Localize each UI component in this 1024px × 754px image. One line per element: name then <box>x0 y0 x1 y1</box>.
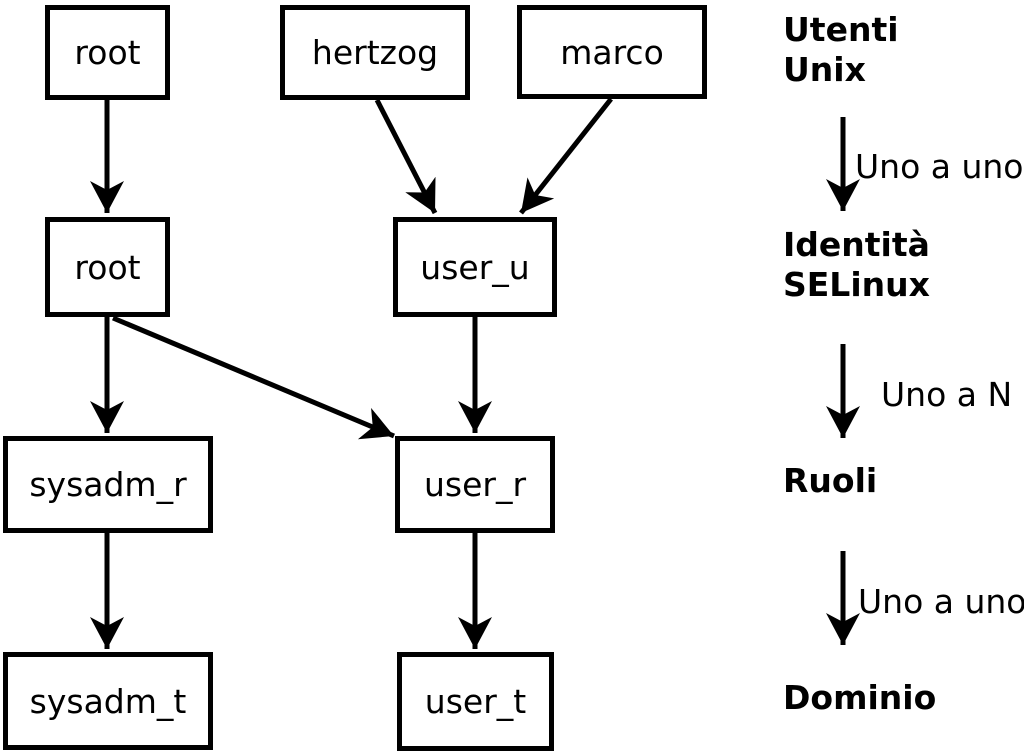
node-label: hertzog <box>311 33 439 72</box>
level-label-ruoli: Ruoli <box>783 461 877 501</box>
arrow-hertzog-to-user-u <box>374 98 438 215</box>
relation-label-uno-a-n: Uno a N <box>881 375 1013 414</box>
node-box-unix-root: root <box>45 5 170 100</box>
arrow-identity-root-to-user-r <box>112 315 395 440</box>
level-label-identita-selinux: Identità SELinux <box>783 225 930 305</box>
node-label: user_u <box>420 247 530 287</box>
node-label: marco <box>560 32 664 72</box>
node-box-unix-marco: marco <box>517 5 707 99</box>
node-box-domain-user-t: user_t <box>397 652 554 751</box>
node-box-domain-sysadm-t: sysadm_t <box>3 652 213 750</box>
relation-label-uno-a-uno-1: Uno a uno <box>855 147 1024 186</box>
node-label: root <box>74 33 141 72</box>
node-label: root <box>74 247 141 287</box>
node-label: user_t <box>424 682 527 721</box>
arrow-marco-to-user-u <box>519 97 613 215</box>
node-box-unix-hertzog: hertzog <box>280 5 470 100</box>
node-label: user_r <box>423 465 527 504</box>
level-label-line: SELinux <box>783 265 930 304</box>
node-box-identity-user-u: user_u <box>393 217 557 317</box>
node-box-identity-root: root <box>45 217 170 317</box>
node-label: sysadm_t <box>29 681 187 721</box>
relation-label-uno-a-uno-2: Uno a uno <box>858 582 1024 621</box>
node-box-role-sysadm-r: sysadm_r <box>3 436 213 533</box>
node-label: sysadm_r <box>29 465 187 504</box>
level-label-line: Dominio <box>783 678 937 717</box>
level-label-line: Unix <box>783 50 866 89</box>
node-box-role-user-r: user_r <box>395 436 555 533</box>
level-label-dominio: Dominio <box>783 678 936 718</box>
level-label-line: Ruoli <box>783 461 878 500</box>
level-label-utenti-unix: Utenti Unix <box>783 10 899 90</box>
level-label-line: Identità <box>783 225 930 264</box>
level-label-line: Utenti <box>783 10 899 49</box>
